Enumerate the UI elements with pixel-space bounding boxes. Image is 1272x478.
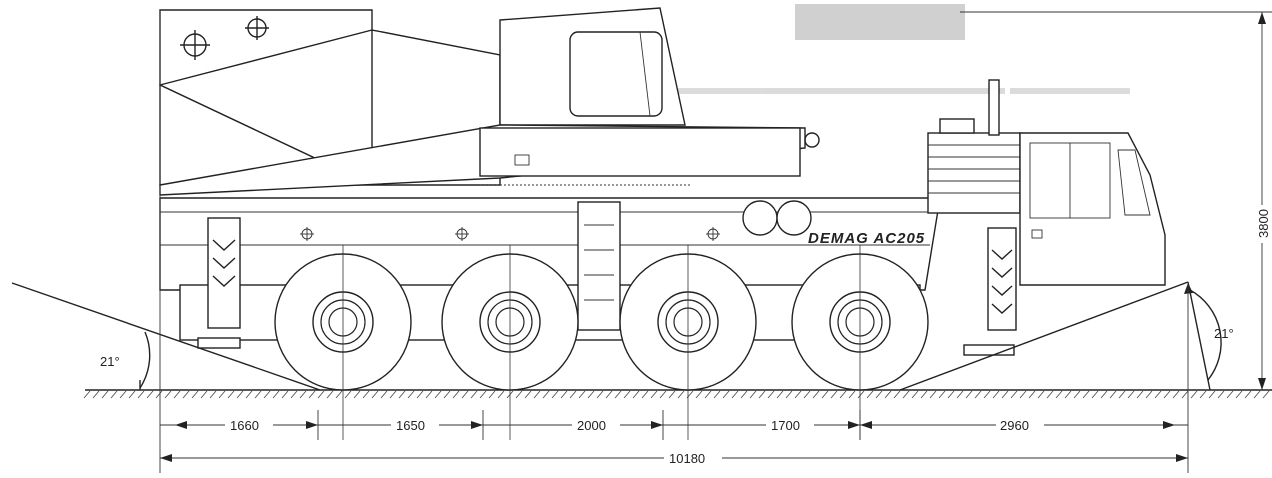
rear-approach-angle-line [11,282,321,391]
fuel-tanks [742,200,812,236]
crosshair-mark [245,16,269,40]
axle-spacing-1: 1660 [230,418,259,433]
axle-spacing-3: 2000 [577,418,606,433]
front-departure-angle-line [899,281,1222,391]
dimension-extension-lines [159,10,1189,473]
driver-cab [1019,132,1166,286]
overall-height-dimension [960,11,1272,390]
crane-cab [499,7,686,126]
outrigger-front [963,227,1017,356]
overall-length-dimension-line [160,450,1188,466]
outrigger-rear [197,217,241,349]
axle-spacing-dimension-line [160,410,1188,440]
engine-module [927,79,1021,214]
axle-spacing-4: 1700 [771,418,800,433]
approach-angle-label: 21° [100,354,120,369]
axle-spacing-2: 1650 [396,418,425,433]
crosshair-mark [455,227,469,241]
departure-angle-label: 21° [1214,326,1234,341]
crosshair-mark [180,30,210,60]
crane-boom [159,124,820,196]
crane-model-label: DEMAG AC205 [808,230,925,247]
crosshair-mark [706,227,720,241]
access-ladder [577,201,621,331]
ground-line [83,389,1272,399]
overall-length-value: 10180 [669,451,705,466]
crosshair-mark [300,227,314,241]
front-overhang-value: 2960 [1000,418,1029,433]
overall-height-value: 3800 [1256,209,1271,238]
